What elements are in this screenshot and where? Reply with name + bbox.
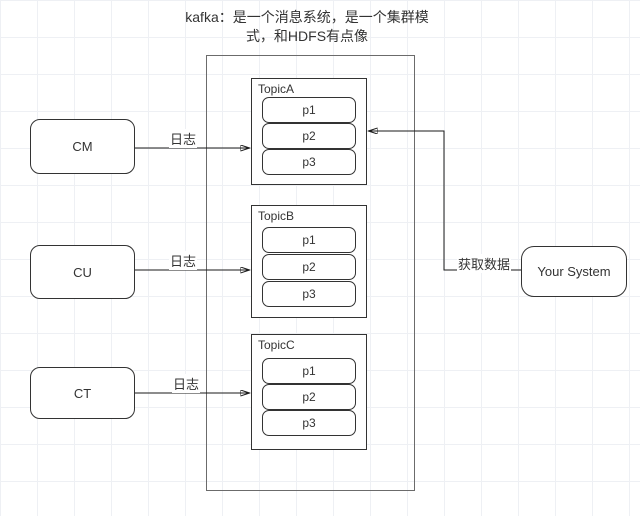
edge-label-cu-logs: 日志	[169, 251, 198, 270]
edge-label-cm-logs: 日志	[169, 129, 198, 148]
arrow-yoursystem-to-topica	[369, 131, 521, 271]
topic-c-label: TopicC	[258, 338, 295, 352]
edge-label-fetch-data: 获取数据	[457, 254, 512, 273]
producer-cm-label: CM	[72, 139, 93, 154]
topic-b-partition-p3: p3	[262, 281, 356, 307]
diagram-title-line2: 式，和HDFS有点像	[245, 28, 369, 44]
topic-a-label: TopicA	[258, 82, 295, 96]
topic-box-a: TopicA p1 p2 p3	[251, 78, 367, 185]
topic-c-partition-p1: p1	[262, 358, 356, 384]
topic-a-partition-p3: p3	[262, 149, 356, 175]
topic-box-b: TopicB p1 p2 p3	[251, 205, 367, 318]
topic-box-c: TopicC p1 p2 p3	[251, 334, 367, 450]
topic-b-partition-p2: p2	[262, 254, 356, 280]
topic-c-partition-p2: p2	[262, 384, 356, 410]
topic-c-partition-p3: p3	[262, 410, 356, 436]
producer-box-cu: CU	[30, 245, 135, 299]
topic-a-partition-p2: p2	[262, 123, 356, 149]
diagram-title-line1: kafka：是一个消息系统，是一个集群模	[185, 9, 429, 25]
consumer-box-your-system: Your System	[521, 246, 627, 297]
kafka-cluster-container	[206, 55, 415, 491]
edge-label-ct-logs: 日志	[172, 374, 201, 393]
diagram-title: kafka：是一个消息系统，是一个集群模 式，和HDFS有点像	[0, 8, 614, 46]
producer-ct-label: CT	[73, 385, 92, 401]
topic-b-label: TopicB	[258, 209, 295, 223]
consumer-label: Your System	[537, 264, 611, 279]
producer-cu-label: CU	[73, 264, 92, 280]
producer-box-ct: CT	[30, 367, 135, 419]
topic-a-partition-p1: p1	[262, 97, 356, 123]
topic-b-partition-p1: p1	[262, 227, 356, 253]
producer-box-cm: CM	[30, 119, 135, 174]
